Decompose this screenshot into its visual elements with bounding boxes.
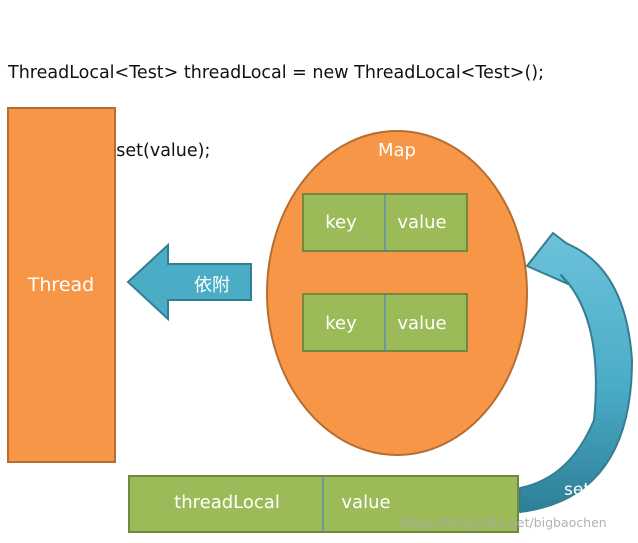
attach-arrow-label: 依附 [194,275,230,296]
threadlocal-key: threadLocal [174,492,280,513]
attach-arrow: 依附 [126,242,252,322]
map-entry-value: value [397,313,446,334]
threadlocal-value: value [341,492,390,513]
map-label: Map [378,140,416,161]
map-entry-key: key [325,313,357,334]
map-entry-value: value [397,212,446,233]
code-line-declaration: ThreadLocal<Test> threadLocal = new Thre… [8,63,545,83]
watermark: https://blog.csdn.net/bigbaochen [400,515,607,530]
set-arrow: set [519,232,633,513]
thread-label: Thread [27,274,94,296]
map-entry: key value [302,193,468,252]
set-arrow-label: set [564,480,590,500]
threadlocal-entry: threadLocal value [128,475,519,533]
map-entry: key value [302,293,468,352]
thread-box: Thread [7,107,116,463]
map-entry-key: key [325,212,357,233]
